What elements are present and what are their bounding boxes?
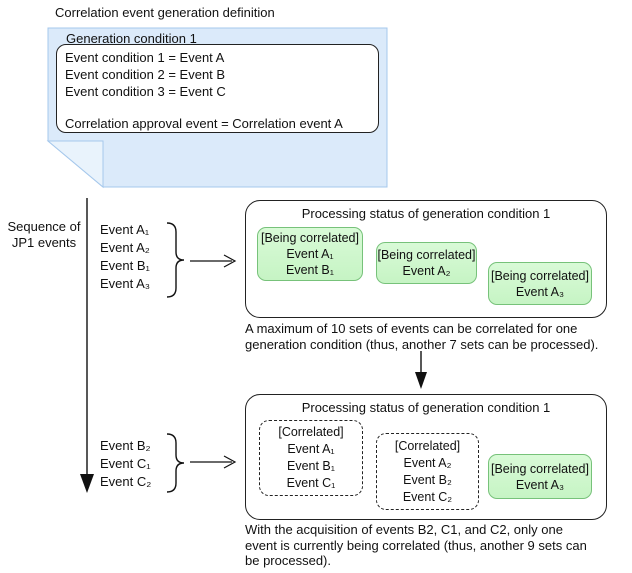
event-item: Event B₁ [100, 258, 150, 273]
set-event: Event A₂ [403, 455, 452, 470]
set-event: Event A₁ [287, 442, 335, 456]
correlation-set: [Being correlated] Event A₃ [488, 262, 592, 305]
flow-arrow-2-head-icon [223, 455, 237, 469]
definition-box: Event condition 1 = Event A Event condit… [56, 44, 379, 133]
event-group-2: Event B₂ Event C₁ Event C₂ [100, 437, 151, 491]
set-event: Event A₂ [402, 264, 451, 278]
set-event: Event B₁ [287, 459, 335, 473]
jp1-sequence-arrowhead-icon [80, 474, 94, 493]
caption-line: generation condition (thus, another 7 se… [245, 336, 599, 352]
caption-line: A maximum of 10 sets of events can be co… [245, 321, 578, 336]
next-state-arrowhead-icon [415, 372, 427, 389]
brace-event-group-1-icon [166, 222, 185, 298]
sequence-label-line-2: JP1 events [11, 235, 77, 250]
set-event: Event A₁ [286, 247, 334, 261]
correlation-set: [Being correlated] Event A₁ Event B₁ [257, 227, 363, 281]
correlated-set: [Correlated] Event A₁ Event B₁ Event C₁ [259, 420, 363, 496]
generation-condition-heading: Generation condition 1 [66, 31, 197, 46]
set-event: Event B₂ [403, 472, 452, 487]
processing-status-box-1-title: Processing status of generation conditio… [301, 206, 551, 221]
event-item: Event A₂ [100, 240, 150, 255]
set-event: Event A₃ [515, 284, 565, 299]
event-group-1: Event A₁ Event A₂ Event B₁ Event A₃ [100, 221, 150, 293]
event-item: Event B₂ [100, 438, 151, 453]
flow-arrow-1-head-icon [223, 254, 237, 268]
set-state-label: [Correlated] [278, 425, 344, 439]
set-event: Event C₁ [286, 476, 336, 490]
set-state-label: [Being correlated] [261, 231, 359, 245]
set-event: Event B₁ [286, 263, 334, 277]
correlation-set: [Being correlated] Event A₂ [376, 242, 477, 284]
brace-event-group-2-icon [166, 433, 185, 493]
caption-line: be processed). [245, 553, 331, 568]
sequence-of-jp1-events-label: Sequence of JP1 events [2, 219, 86, 251]
set-state-label: [Being correlated] [377, 248, 476, 262]
caption-line: event is currently being correlated (thu… [245, 537, 587, 553]
set-state-label: [Correlated] [394, 438, 461, 453]
set-event: Event C₂ [402, 489, 453, 504]
set-state-label: [Being correlated] [491, 461, 589, 476]
caption-line: With the acquisition of events B2, C1, a… [245, 522, 563, 537]
event-item: Event A₃ [100, 276, 151, 291]
correlation-approval-event: Correlation approval event = Correlation… [65, 116, 343, 131]
status-box-1-caption: A maximum of 10 sets of events can be co… [245, 321, 598, 352]
note-fold-corner-icon [46, 140, 104, 189]
status-box-2-caption: With the acquisition of events B2, C1, a… [245, 522, 587, 569]
set-event: Event A₃ [515, 477, 565, 492]
event-condition-2: Event condition 2 = Event B [65, 67, 226, 82]
event-condition-1: Event condition 1 = Event A [65, 50, 225, 65]
set-state-label: [Being correlated] [491, 268, 589, 283]
event-condition-3: Event condition 3 = Event C [65, 84, 226, 99]
event-item: Event A₁ [100, 222, 150, 237]
sequence-label-line-1: Sequence of [7, 219, 81, 234]
diagram-title: Correlation event generation definition [55, 5, 275, 20]
processing-status-box-2-title: Processing status of generation conditio… [301, 400, 551, 415]
event-item: Event C₂ [100, 474, 152, 489]
correlated-set: [Correlated] Event A₂ Event B₂ Event C₂ [376, 433, 479, 510]
correlation-set: [Being correlated] Event A₃ [488, 454, 592, 499]
event-item: Event C₁ [100, 456, 151, 471]
